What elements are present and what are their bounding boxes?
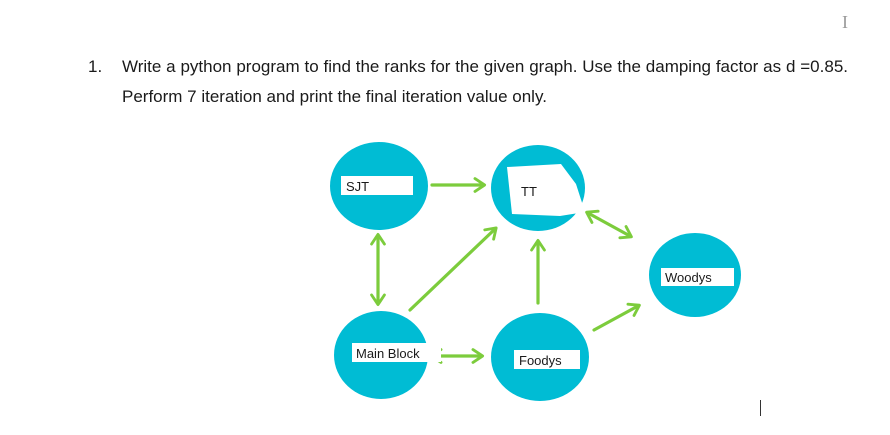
- node-foodys: Foodys: [491, 313, 589, 401]
- node-sjt: SJT: [330, 142, 428, 230]
- node-woodys-label: Woodys: [665, 270, 712, 285]
- node-foodys-label: Foodys: [519, 353, 562, 368]
- node-tt-label: TT: [521, 184, 537, 199]
- node-main-block: Main Block: [334, 311, 441, 399]
- edge-main-block-to-tt: [408, 226, 498, 312]
- node-main-block-label: Main Block: [356, 346, 420, 361]
- ibeam-cursor-icon: I: [842, 12, 848, 32]
- node-woodys: Woodys: [649, 233, 741, 317]
- graph-edges: [370, 177, 641, 364]
- edge-foodys-to-woodys: [592, 302, 641, 332]
- question-number: 1.: [88, 57, 103, 76]
- text-caret: [760, 400, 761, 416]
- question-block: 1. Write a python program to find the ra…: [88, 52, 848, 112]
- edge-tt-woodys: [585, 209, 633, 240]
- question-item: 1. Write a python program to find the ra…: [88, 52, 848, 112]
- node-tt: TT: [491, 145, 585, 231]
- question-text: Write a python program to find the ranks…: [122, 57, 848, 106]
- node-sjt-label: SJT: [346, 179, 369, 194]
